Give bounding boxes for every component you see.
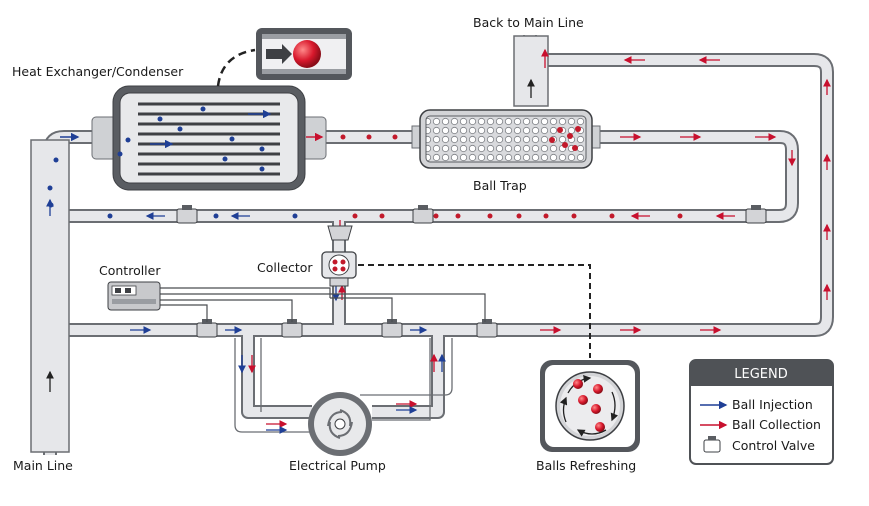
ball-trap-label: Ball Trap	[473, 178, 527, 193]
legend-item-ball-injection: Ball Injection	[732, 397, 813, 412]
legend-title: LEGEND	[734, 367, 787, 382]
electrical-pump	[308, 392, 372, 456]
control-valve-icon	[745, 205, 767, 224]
heat-exchanger	[60, 85, 327, 191]
ball-trap	[411, 109, 601, 169]
collector-label: Collector	[257, 260, 313, 275]
return-line-pipe	[513, 35, 549, 107]
legend: LEGEND Ball Injection Ball Collection Co…	[689, 359, 834, 465]
legend-item-control-valve: Control Valve	[732, 438, 815, 453]
balls-refreshing-unit	[540, 360, 640, 452]
back-to-main-line-label: Back to Main Line	[473, 15, 584, 30]
heat-exchanger-label: Heat Exchanger/Condenser	[12, 64, 184, 79]
main-line-label: Main Line	[13, 458, 73, 473]
legend-item-ball-collection: Ball Collection	[732, 417, 821, 432]
balls-refreshing-label: Balls Refreshing	[536, 458, 636, 473]
component-labels: Heat Exchanger/Condenser Back to Main Li…	[12, 15, 636, 473]
heat-exchanger-detail-inset	[216, 28, 352, 87]
controller-unit	[107, 281, 486, 322]
collector	[321, 225, 591, 358]
main-line-pipe	[30, 139, 70, 453]
electrical-pump-label: Electrical Pump	[289, 458, 386, 473]
ball-flow-markers	[46, 48, 831, 434]
control-valve-icon	[703, 436, 721, 453]
control-valve-icon	[176, 205, 198, 224]
controller-label: Controller	[99, 263, 161, 278]
control-valve-icon	[476, 319, 498, 338]
control-valve-icon	[412, 205, 434, 224]
